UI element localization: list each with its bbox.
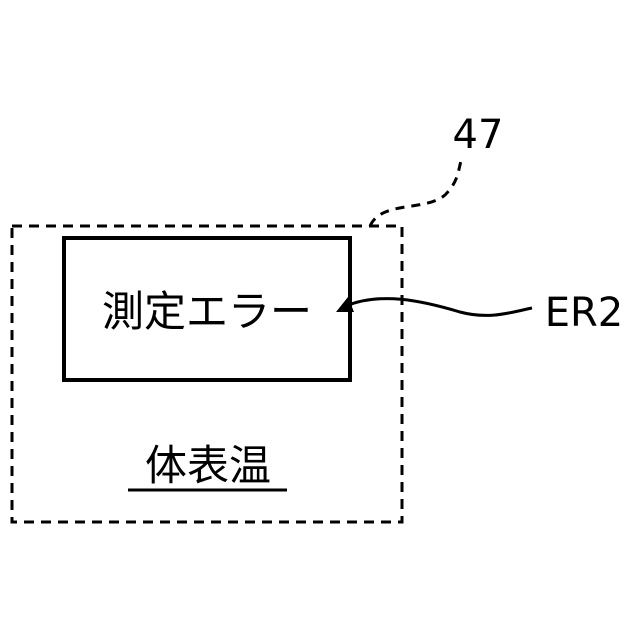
error-message-text: 測定エラー	[102, 287, 312, 336]
panel-label: 体表温	[145, 441, 271, 490]
reference-leader-er2	[346, 299, 532, 316]
reference-numeral-47: 47	[453, 112, 504, 158]
reference-leader-47	[370, 158, 462, 226]
reference-numeral-er2: ER2	[545, 290, 624, 336]
